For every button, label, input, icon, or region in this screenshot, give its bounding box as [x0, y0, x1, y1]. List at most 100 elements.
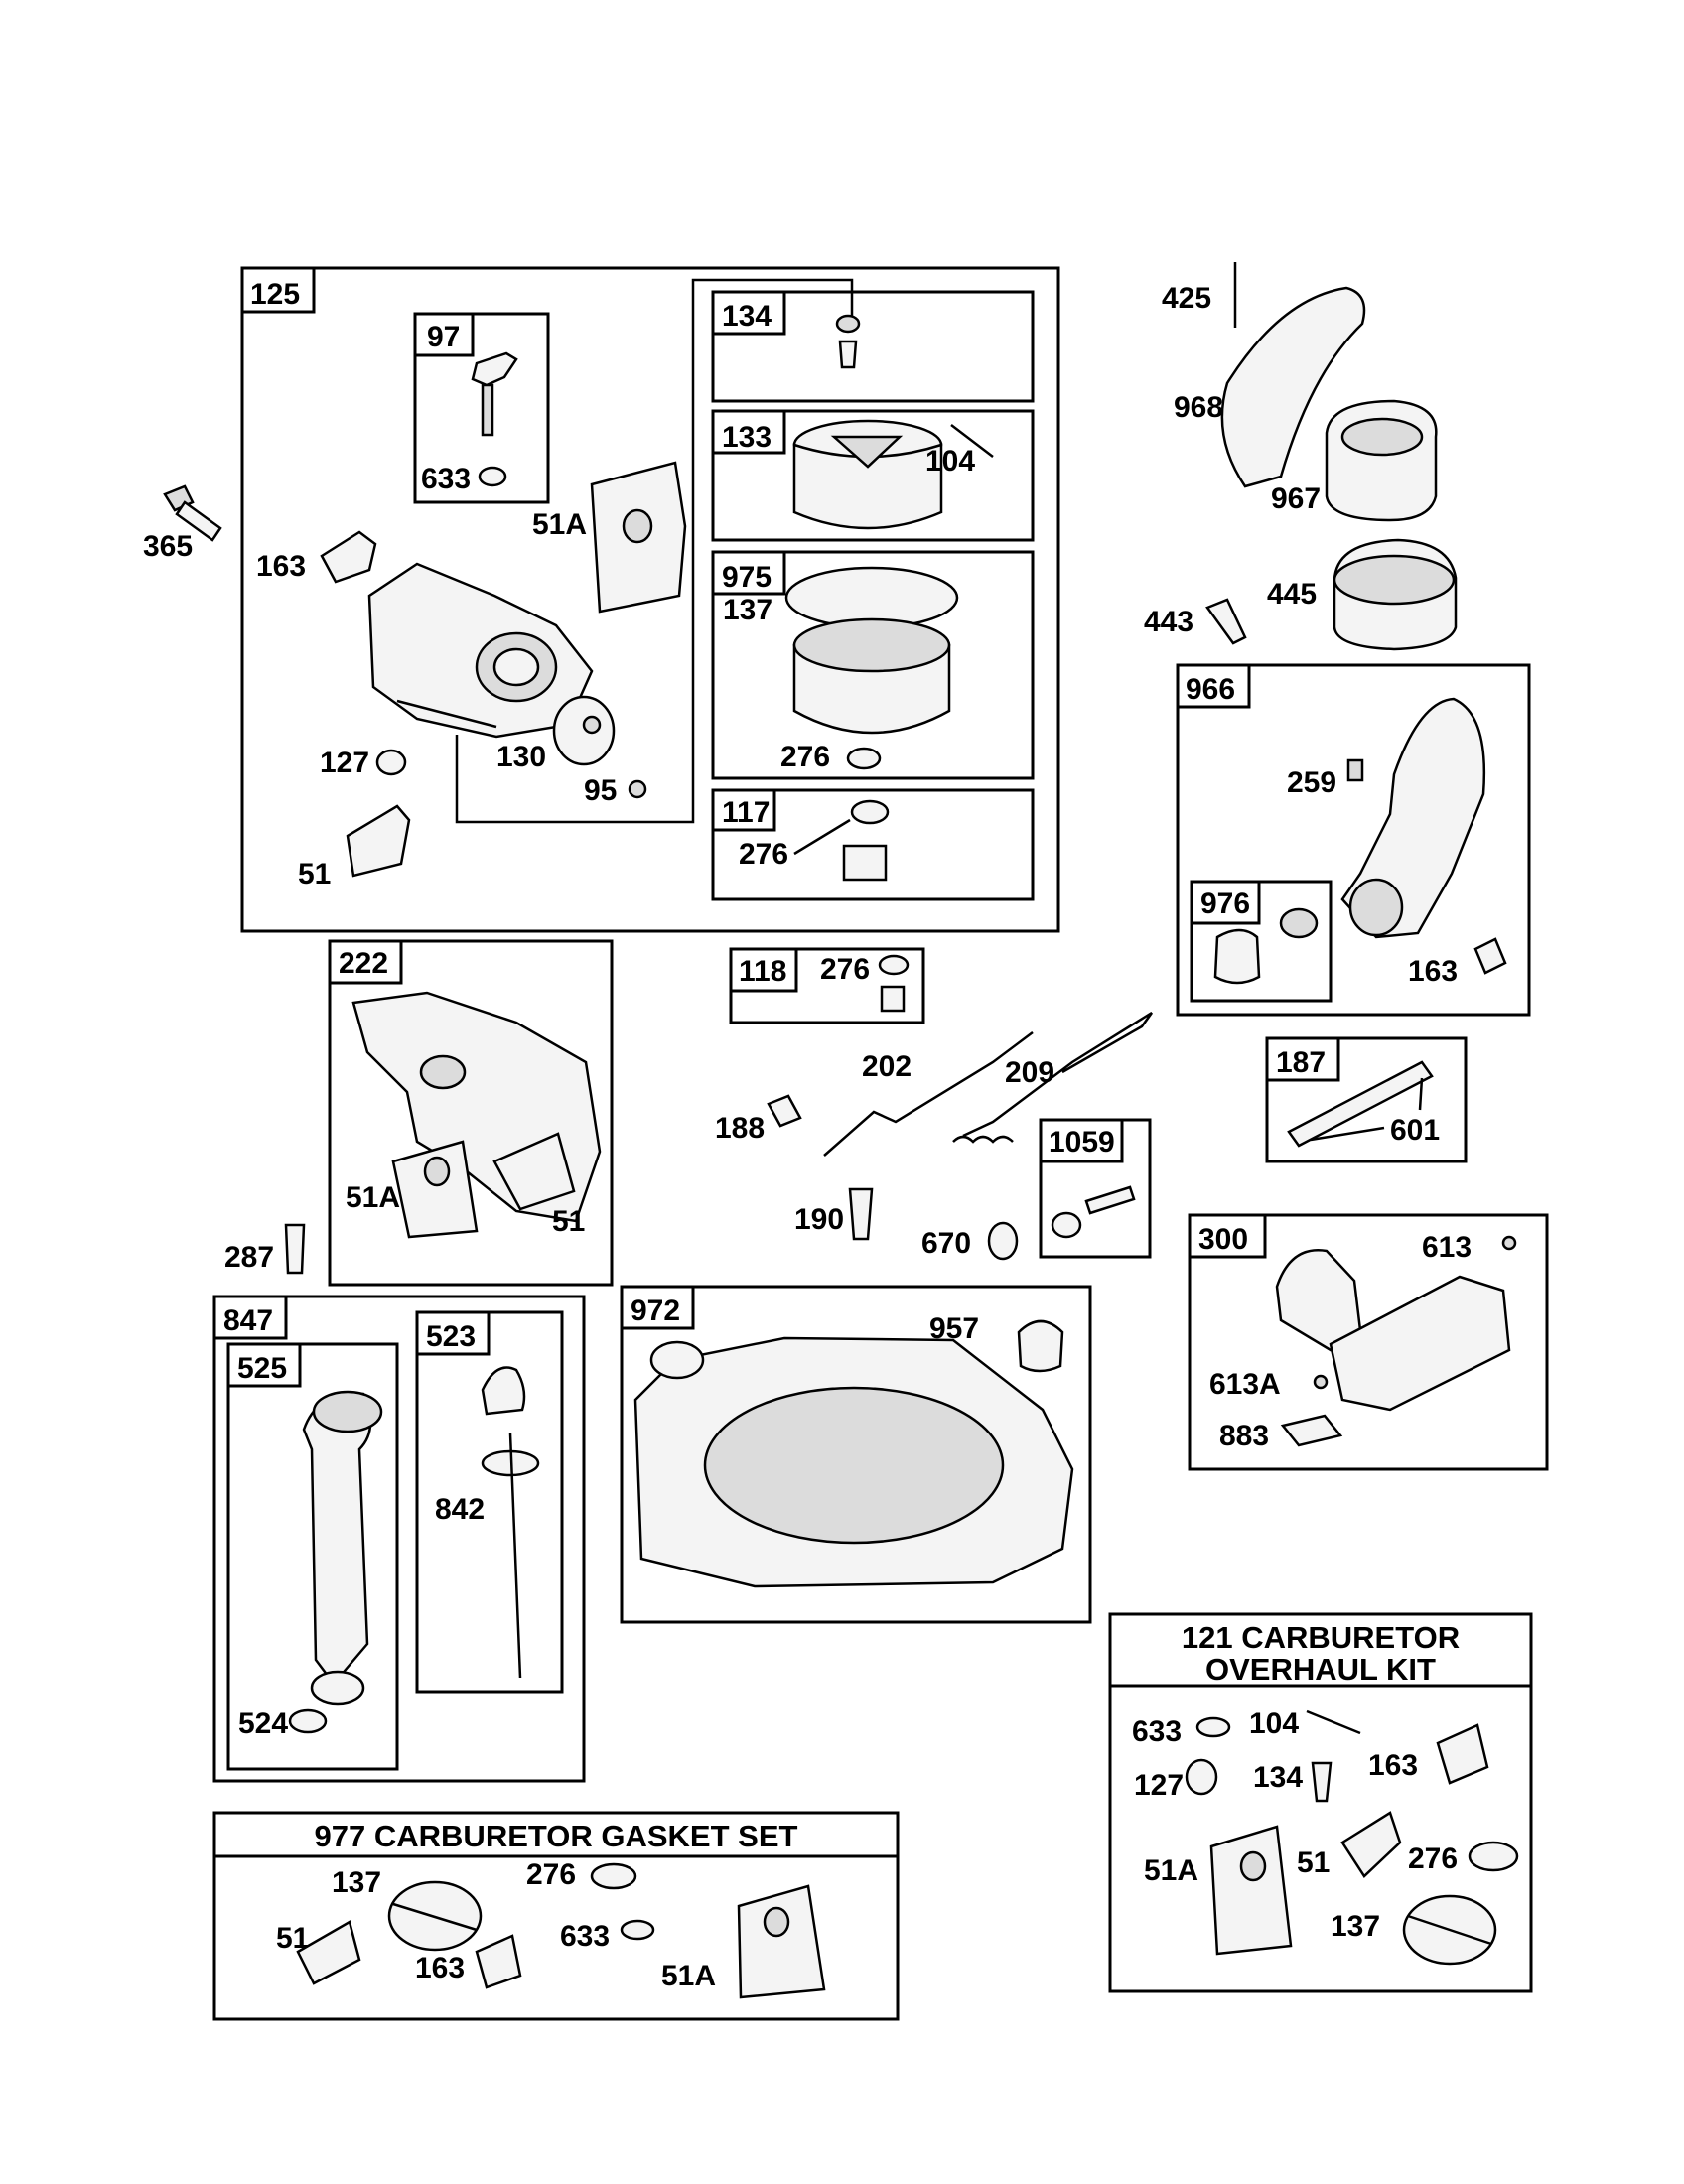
label-51A-c: 51A: [1144, 1854, 1198, 1887]
tube-end: [310, 1670, 365, 1706]
clip-259-part: [1346, 758, 1364, 782]
gasket-163-c-part: [1436, 1723, 1489, 1785]
precleaner-967-part: [1325, 399, 1438, 522]
bracket-line: [455, 278, 854, 824]
label-300: 300: [1198, 1223, 1248, 1256]
washer-1059-part: [1051, 1211, 1082, 1239]
label-972: 972: [631, 1295, 680, 1327]
gasket-883-part: [1280, 1414, 1343, 1447]
screw-95-part: [628, 779, 647, 799]
label-134-b: 134: [1253, 1761, 1303, 1794]
label-51-b: 51: [552, 1205, 585, 1238]
bolt-443-part: [1205, 598, 1247, 645]
washer-633-c-part: [620, 1919, 655, 1941]
gasket-130-part: [552, 695, 616, 766]
fill-neck: [649, 1340, 705, 1380]
label-613A: 613A: [1209, 1368, 1281, 1401]
spacer-670-part: [987, 1221, 1019, 1261]
tube-group-187: 187 601: [1265, 1036, 1468, 1163]
overhaul-kit-121: 121 CARBURETOR OVERHAUL KIT 633 104 127 …: [1108, 1612, 1533, 1993]
label-425: 425: [1162, 282, 1211, 315]
plug-127-b-part: [1185, 1758, 1218, 1796]
carburetor-group-125: 125 97 633 163 51A 130 95: [240, 266, 1060, 933]
screw-188-part: [767, 1094, 802, 1128]
gasket-51-c-part: [1340, 1811, 1402, 1878]
washer-276-c-part: [878, 954, 910, 976]
throttle-shaft-part: [471, 351, 518, 437]
label-276-a: 276: [780, 741, 830, 773]
washer-276-b-part: [850, 799, 890, 825]
cap-957-part: [1017, 1319, 1064, 1373]
tube-187-part: [1287, 1060, 1434, 1148]
label-125: 125: [250, 278, 300, 311]
label-190: 190: [794, 1203, 844, 1236]
label-847: 847: [223, 1304, 273, 1337]
gasket-137-c-line: [392, 1902, 478, 1932]
label-967: 967: [1271, 482, 1321, 515]
label-276-d: 276: [1408, 1843, 1458, 1875]
gasket-163-d-part: [475, 1934, 522, 1989]
label-127-b: 127: [1134, 1769, 1184, 1802]
label-163-d: 163: [415, 1952, 465, 1984]
insulator-51A-c-part: [1209, 1825, 1293, 1956]
label-957: 957: [929, 1312, 979, 1345]
label-137-c: 137: [332, 1866, 381, 1899]
overhaul-kit-title-line1: 121 CARBURETOR: [1182, 1620, 1460, 1655]
label-163-c: 163: [1368, 1749, 1418, 1782]
elbow-opening: [1348, 878, 1404, 937]
bolt-365-part: [163, 484, 222, 542]
label-276-c: 276: [820, 953, 870, 986]
label-133: 133: [722, 421, 772, 454]
insulator-51A-top-part: [590, 461, 687, 614]
gasket-set-title: 977 CARBURETOR GASKET SET: [315, 1819, 798, 1853]
label-97: 97: [427, 321, 460, 353]
gasket-51-b-part: [492, 1132, 576, 1211]
label-276-e: 276: [526, 1858, 576, 1891]
label-104-a: 104: [925, 445, 975, 478]
plug-118-part: [880, 985, 906, 1013]
label-134-a: 134: [722, 300, 772, 333]
washer-276-d-part: [1468, 1841, 1519, 1872]
gasket-51-part: [346, 804, 411, 878]
carburetor-body-part: [367, 562, 594, 739]
boot-976-part: [1213, 928, 1261, 985]
label-202: 202: [862, 1050, 912, 1083]
insulator-c-hole: [1239, 1850, 1267, 1882]
plug-127-part: [375, 749, 407, 776]
label-613: 613: [1422, 1231, 1472, 1264]
label-259: 259: [1287, 766, 1336, 799]
label-276-b: 276: [739, 838, 788, 871]
label-187: 187: [1276, 1046, 1326, 1079]
shoulder-screw-part: [1084, 1185, 1136, 1215]
label-51A-d: 51A: [661, 1960, 716, 1992]
fitting-group-118: 118 276: [729, 947, 925, 1024]
label-883: 883: [1219, 1420, 1269, 1452]
spring-coil: [952, 1135, 1014, 1144]
washer-633-part: [478, 466, 507, 487]
leader-276-b: [793, 818, 851, 856]
label-966: 966: [1186, 673, 1235, 706]
label-975: 975: [722, 561, 772, 594]
label-524: 524: [238, 1707, 288, 1740]
screw-613-part: [1501, 1235, 1517, 1251]
dipstick-842-part: [508, 1433, 522, 1679]
insulator-hole: [423, 1156, 451, 1187]
label-95: 95: [584, 774, 617, 807]
gasket-163-b-part: [1474, 937, 1507, 975]
label-287: 287: [224, 1241, 274, 1274]
float-133-part: [792, 419, 943, 530]
washer-633-b-part: [1195, 1716, 1231, 1738]
label-670: 670: [921, 1227, 971, 1260]
tube-top-opening: [312, 1390, 383, 1433]
label-127-a: 127: [320, 747, 369, 779]
oil-fill-group-847: 847 525 524 523 842: [212, 1295, 586, 1783]
dipstick-cap-part: [481, 1366, 526, 1416]
governor-link-202-part: [823, 1031, 1034, 1157]
filter-445-part: [1333, 538, 1458, 651]
bracket-hole: [419, 1054, 467, 1090]
screw-287-part: [284, 1223, 306, 1275]
label-137-b: 137: [1331, 1910, 1380, 1943]
overhaul-kit-title-line2: OVERHAUL KIT: [1205, 1652, 1436, 1687]
gasket-163-part: [320, 530, 377, 584]
